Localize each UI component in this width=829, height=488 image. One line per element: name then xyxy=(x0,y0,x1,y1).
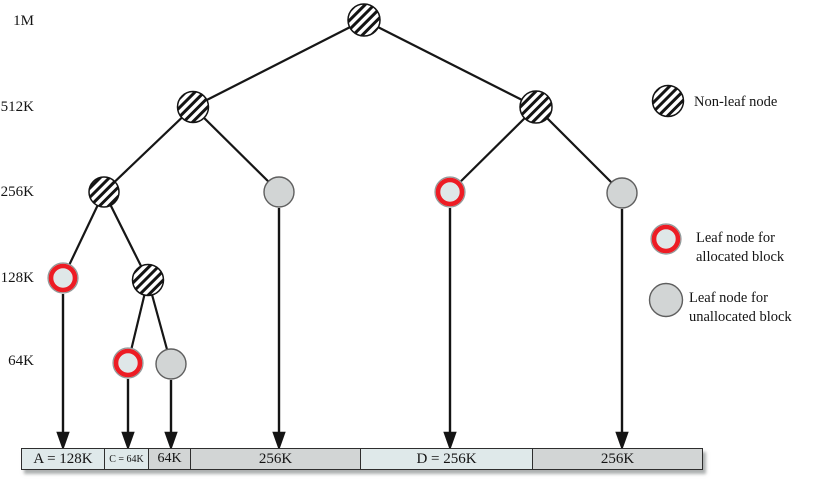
arrow-head-d xyxy=(443,431,457,451)
node-free-256k-right xyxy=(606,177,638,209)
node-root-1m xyxy=(347,3,381,37)
legend-allocated-line1: Leaf node for xyxy=(696,230,775,246)
non-leaf-nodes xyxy=(88,3,553,297)
node-free-64k xyxy=(155,348,187,380)
memory-segment-256k-1: 256K xyxy=(190,448,361,470)
legend-nonleaf-label: Non-leaf node xyxy=(694,94,778,110)
node-right-512k xyxy=(519,90,553,124)
unallocated-leaf-nodes xyxy=(155,176,638,380)
node-a-128k-ring xyxy=(48,263,78,293)
arrow-head-64k xyxy=(164,431,178,451)
legend-swatches xyxy=(648,84,685,318)
axis-label-512k: 512K xyxy=(0,99,34,115)
memory-bar: A = 128K C = 64K 64K 256K D = 256K 256K xyxy=(21,448,703,470)
arrow-head-c xyxy=(121,431,135,451)
node-d-256k-ring xyxy=(435,177,465,207)
tree-edges xyxy=(62,19,623,365)
memory-segment-64k: 64K xyxy=(148,448,191,470)
allocated-leaf-nodes xyxy=(47,176,466,379)
legend-allocated-label: Leaf node for allocated block xyxy=(696,229,784,266)
node-left-512k xyxy=(176,90,210,124)
allocation-arrows xyxy=(56,208,629,451)
node-c-64k-ring xyxy=(113,348,143,378)
legend-nonleaf-icon xyxy=(651,84,685,118)
axis-label-128k: 128K xyxy=(0,270,34,286)
memory-segment-256k-2: 256K xyxy=(532,448,703,470)
memory-segment-c: C = 64K xyxy=(104,448,149,470)
axis-label-64k: 64K xyxy=(8,353,34,369)
arrow-head-256k-2 xyxy=(615,431,629,451)
legend-unallocated-label: Leaf node for unallocated block xyxy=(689,289,792,326)
arrow-head-a xyxy=(56,431,70,451)
node-left-256k xyxy=(88,176,120,208)
axis-label-256k: 256K xyxy=(0,184,34,200)
legend-allocated-icon-ring xyxy=(651,224,681,254)
legend-unallocated-line1: Leaf node for xyxy=(689,290,768,306)
node-free-256k-mid xyxy=(263,176,295,208)
axis-label-1m: 1M xyxy=(13,13,34,29)
legend-unallocated-line2: unallocated block xyxy=(689,308,792,325)
memory-segment-a: A = 128K xyxy=(21,448,105,470)
node-mid-128k xyxy=(131,263,165,297)
arrow-head-256k xyxy=(272,431,286,451)
legend-unallocated-icon xyxy=(648,282,684,318)
legend-allocated-line2: allocated block xyxy=(696,248,785,265)
memory-segment-d: D = 256K xyxy=(360,448,533,470)
